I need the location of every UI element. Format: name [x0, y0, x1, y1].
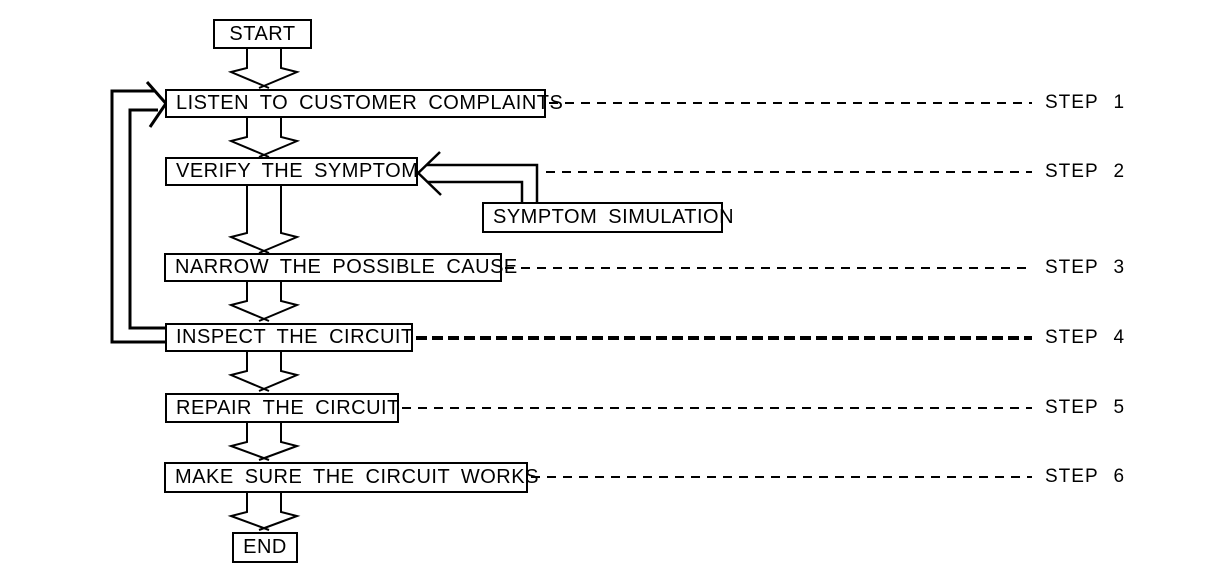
node-make-sure-the-circuit-works: MAKE SURE THE CIRCUIT WORKS	[164, 462, 538, 493]
arrow-listen-to-verify	[227, 118, 301, 158]
node-inspect-the-circuit: INSPECT THE CIRCUIT	[165, 323, 413, 352]
node-symptom-simulation-label: SYMPTOM SIMULATION	[493, 206, 735, 228]
arrow-verify-to-narrow	[227, 186, 301, 254]
node-make-sure-label: MAKE SURE THE CIRCUIT WORKS	[175, 466, 539, 488]
node-symptom-simulation: SYMPTOM SIMULATION	[482, 202, 734, 233]
node-verify-label: VERIFY THE SYMPTOM	[176, 160, 419, 182]
step-5-label: STEP 5	[1045, 397, 1126, 418]
symptom-simulation-arrow	[412, 151, 539, 203]
arrow-repair-to-makesure	[227, 423, 301, 461]
node-listen-label: LISTEN TO CUSTOMER COMPLAINTS	[176, 92, 564, 114]
node-start-label: START	[229, 22, 296, 45]
node-repair-label: REPAIR THE CIRCUIT	[176, 396, 400, 419]
step-3-label: STEP 3	[1045, 257, 1126, 278]
step-1-label: STEP 1	[1045, 92, 1126, 113]
node-inspect-label: INSPECT THE CIRCUIT	[176, 326, 414, 348]
arrow-inspect-to-repair	[227, 352, 301, 392]
node-narrow-label: NARROW THE POSSIBLE CAUSE	[175, 256, 518, 278]
step-4-label: STEP 4	[1045, 327, 1126, 348]
feedback-loop-lines	[110, 89, 166, 344]
node-listen-to-customer-complaints: LISTEN TO CUSTOMER COMPLAINTS	[165, 89, 563, 118]
node-narrow-the-possible-cause: NARROW THE POSSIBLE CAUSE	[164, 253, 517, 282]
node-end: END	[232, 532, 298, 563]
arrow-narrow-to-inspect	[227, 282, 301, 322]
step-2-label: STEP 2	[1045, 161, 1126, 182]
arrow-start-to-listen	[227, 49, 301, 89]
node-start: START	[213, 19, 312, 49]
node-end-label: END	[243, 536, 287, 558]
node-repair-the-circuit: REPAIR THE CIRCUIT	[165, 393, 399, 423]
step-6-label: STEP 6	[1045, 466, 1126, 487]
arrow-makesure-to-end	[227, 493, 301, 531]
node-verify-the-symptom: VERIFY THE SYMPTOM	[165, 157, 418, 186]
